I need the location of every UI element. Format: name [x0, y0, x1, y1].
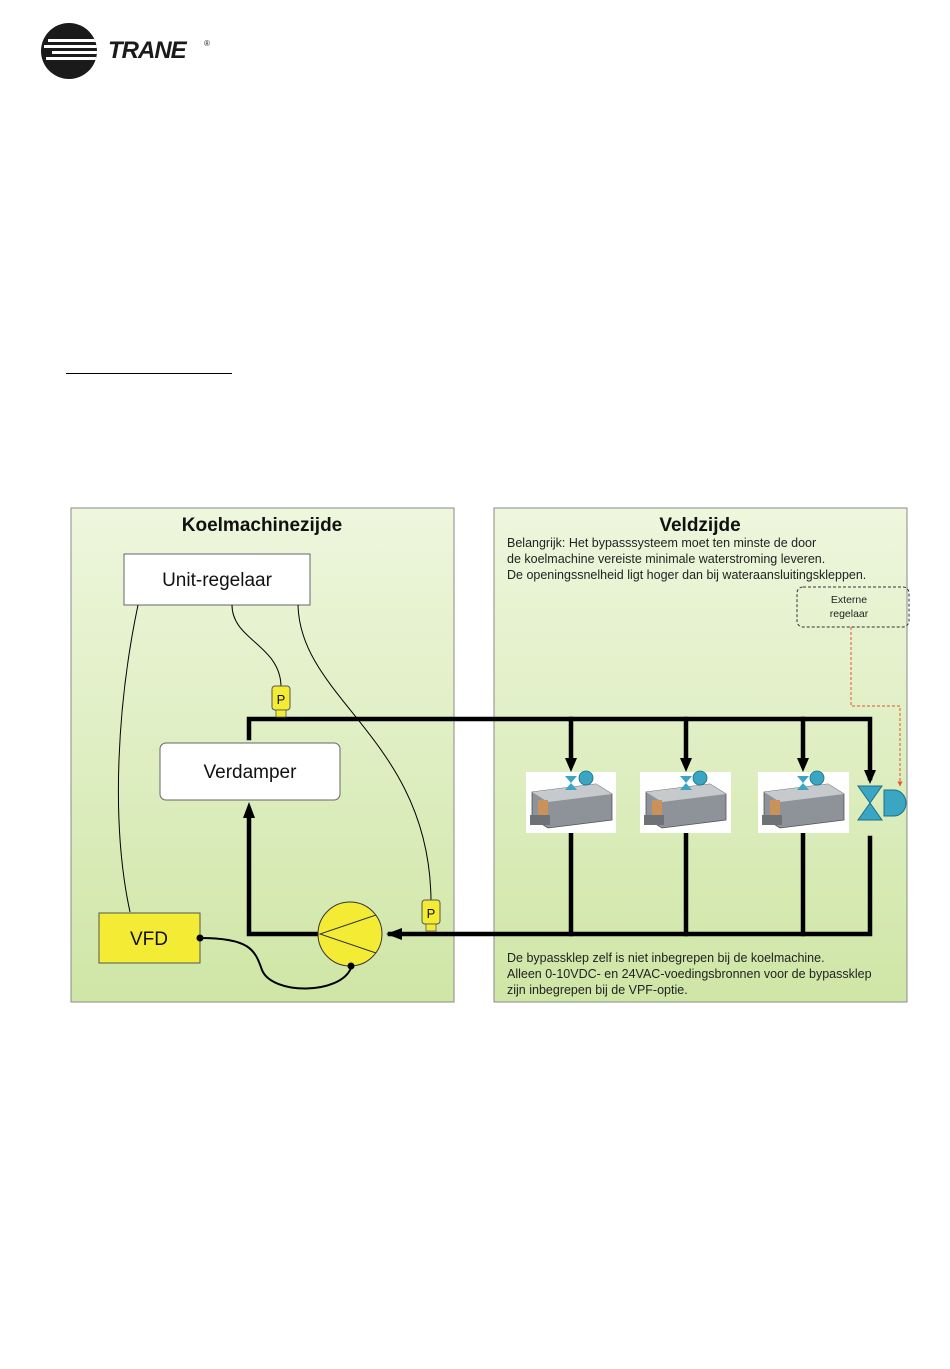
field-note-line-2: de koelmachine vereiste minimale waterst…: [507, 552, 825, 566]
pressure-sensor-return-label: P: [427, 906, 436, 921]
brand-registered-mark: ®: [204, 39, 210, 48]
brand-name: TRANE: [108, 37, 188, 64]
wire-controller-sensor-2: [297, 604, 432, 902]
trane-logo: TRANE ®: [41, 23, 210, 79]
field-bottom-note-2: Alleen 0-10VDC- en 24VAC-voedingsbronnen…: [507, 967, 872, 981]
field-side-title: Veldzijde: [659, 515, 740, 536]
vfd-pump-cable: [199, 937, 352, 990]
wire-controller-vfd: [117, 604, 139, 913]
chiller-side-title: Koelmachinezijde: [182, 515, 343, 536]
evaporator-label: Verdamper: [204, 762, 298, 783]
external-controller-label-1: Externe: [831, 594, 867, 606]
return-arrow: [386, 928, 402, 940]
pump-icon: [317, 901, 383, 967]
field-side-panel: [493, 507, 908, 1003]
return-pipe: [387, 835, 873, 937]
vfd-label: VFD: [130, 929, 168, 950]
bypass-valve-icon: [857, 785, 907, 821]
bypass-arrow: [864, 770, 876, 784]
field-bottom-note-3: zijn inbegrepen bij de VPF-optie.: [507, 983, 688, 997]
pump-to-evaporator-pipe: [246, 812, 321, 937]
wire-controller-sensor-1: [231, 604, 282, 687]
external-controller-label-2: regelaar: [830, 608, 869, 620]
branch-arrow-2: [680, 758, 692, 772]
unit-controller-label: Unit-regelaar: [162, 570, 272, 591]
fan-coil-unit-1: [526, 770, 616, 833]
external-controller-box: [796, 586, 910, 628]
evaporator-box: [159, 742, 341, 801]
supply-pipe: [246, 716, 873, 781]
evaporator-inlet-arrow: [243, 802, 255, 818]
pressure-sensor-supply: P: [271, 685, 291, 718]
section-underline: [66, 373, 232, 374]
pressure-sensor-supply-label: P: [277, 692, 286, 707]
fan-coil-unit-3: [758, 770, 849, 833]
field-note-line-1: Belangrijk: Het bypasssysteem moet ten m…: [507, 536, 816, 550]
control-signal-line: [850, 627, 903, 787]
unit-controller-box: [123, 553, 311, 606]
pressure-sensor-return: P: [421, 899, 441, 932]
vfd-cable-terminal: [196, 934, 204, 942]
branch-arrow-3: [797, 758, 809, 772]
fan-coil-unit-2: [640, 770, 731, 833]
field-bottom-note-1: De bypassklep zelf is niet inbegrepen bi…: [507, 951, 825, 965]
field-note-line-3: De openingssnelheid ligt hoger dan bij w…: [507, 568, 866, 582]
pump-cable-terminal: [347, 962, 355, 970]
branch-arrow-1: [565, 758, 577, 772]
